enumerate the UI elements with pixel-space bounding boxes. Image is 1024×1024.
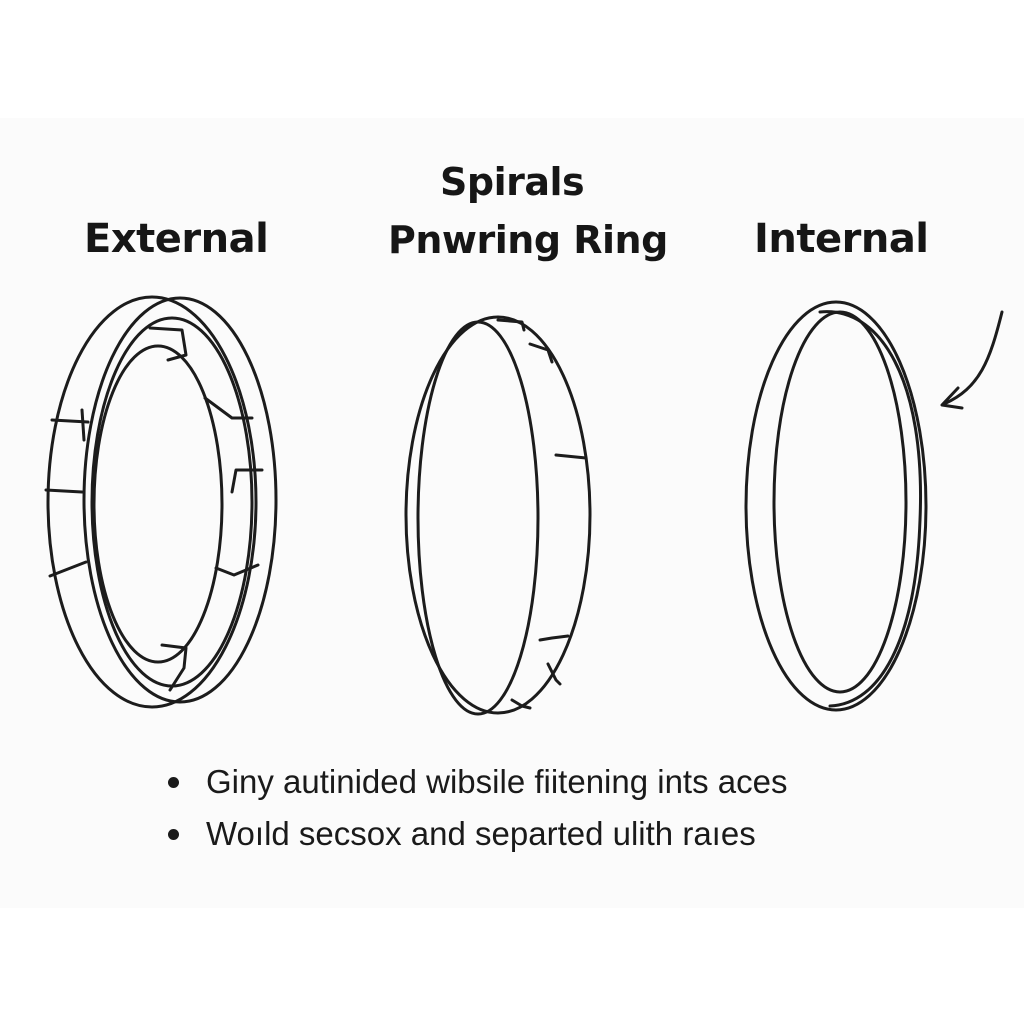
spiral-ring-notch-1 [496, 318, 526, 332]
external-ring-bore [92, 344, 224, 664]
external-ring-tab-right-lower [214, 563, 260, 577]
internal-ring-lip [818, 310, 923, 708]
spiral-ring-notch-5 [546, 662, 562, 686]
label-pnwring-ring: Pnwring Ring [388, 218, 668, 262]
bullet-item: Woıld secsox and separted ulith raıes [162, 808, 787, 860]
external-ring-outer-back [46, 295, 258, 709]
spiral-ring-inner [416, 320, 540, 716]
internal-ring-outer [744, 300, 928, 712]
external-ring-outer-front [82, 296, 278, 704]
label-internal: Internal [754, 216, 929, 262]
bullet-dot-icon [168, 828, 179, 840]
external-ring-seg-4 [80, 408, 86, 442]
external-ring-inner-rim [90, 316, 254, 688]
external-ring [44, 295, 278, 709]
spiral-ring-notch-6 [510, 698, 532, 710]
label-external: External [84, 216, 269, 262]
bullet-dot-icon [168, 776, 179, 788]
external-ring-tab-right-mid [230, 468, 264, 494]
spiral-ring-notch-4 [538, 634, 570, 642]
bullet-list: Giny autinided wibsile fiitening ints ac… [162, 756, 787, 860]
curved-arrow-icon [940, 310, 1004, 410]
spiral-ring-outer [404, 315, 592, 715]
external-ring-seg-3 [48, 560, 88, 578]
internal-ring [744, 300, 928, 712]
bullet-text: Woıld secsox and separted ulith raıes [206, 815, 756, 852]
background-band [0, 118, 1024, 908]
spiral-ring-notch-3 [554, 453, 588, 460]
curved-arrow-shaft [942, 310, 1004, 406]
spiral-ring-notch-2 [528, 342, 554, 364]
bullet-item: Giny autinided wibsile fiitening ints ac… [162, 756, 787, 808]
bullet-text: Giny autinided wibsile fiitening ints ac… [206, 763, 788, 800]
external-ring-tab-right-upper [203, 396, 254, 420]
spiral-ring [404, 315, 592, 716]
external-ring-seg-2 [44, 488, 84, 494]
label-spirals: Spirals [440, 160, 585, 204]
external-ring-tab-bottom [160, 643, 188, 692]
external-ring-tab-top [148, 326, 188, 362]
curved-arrow-head [940, 386, 964, 410]
internal-ring-inner [772, 310, 908, 694]
